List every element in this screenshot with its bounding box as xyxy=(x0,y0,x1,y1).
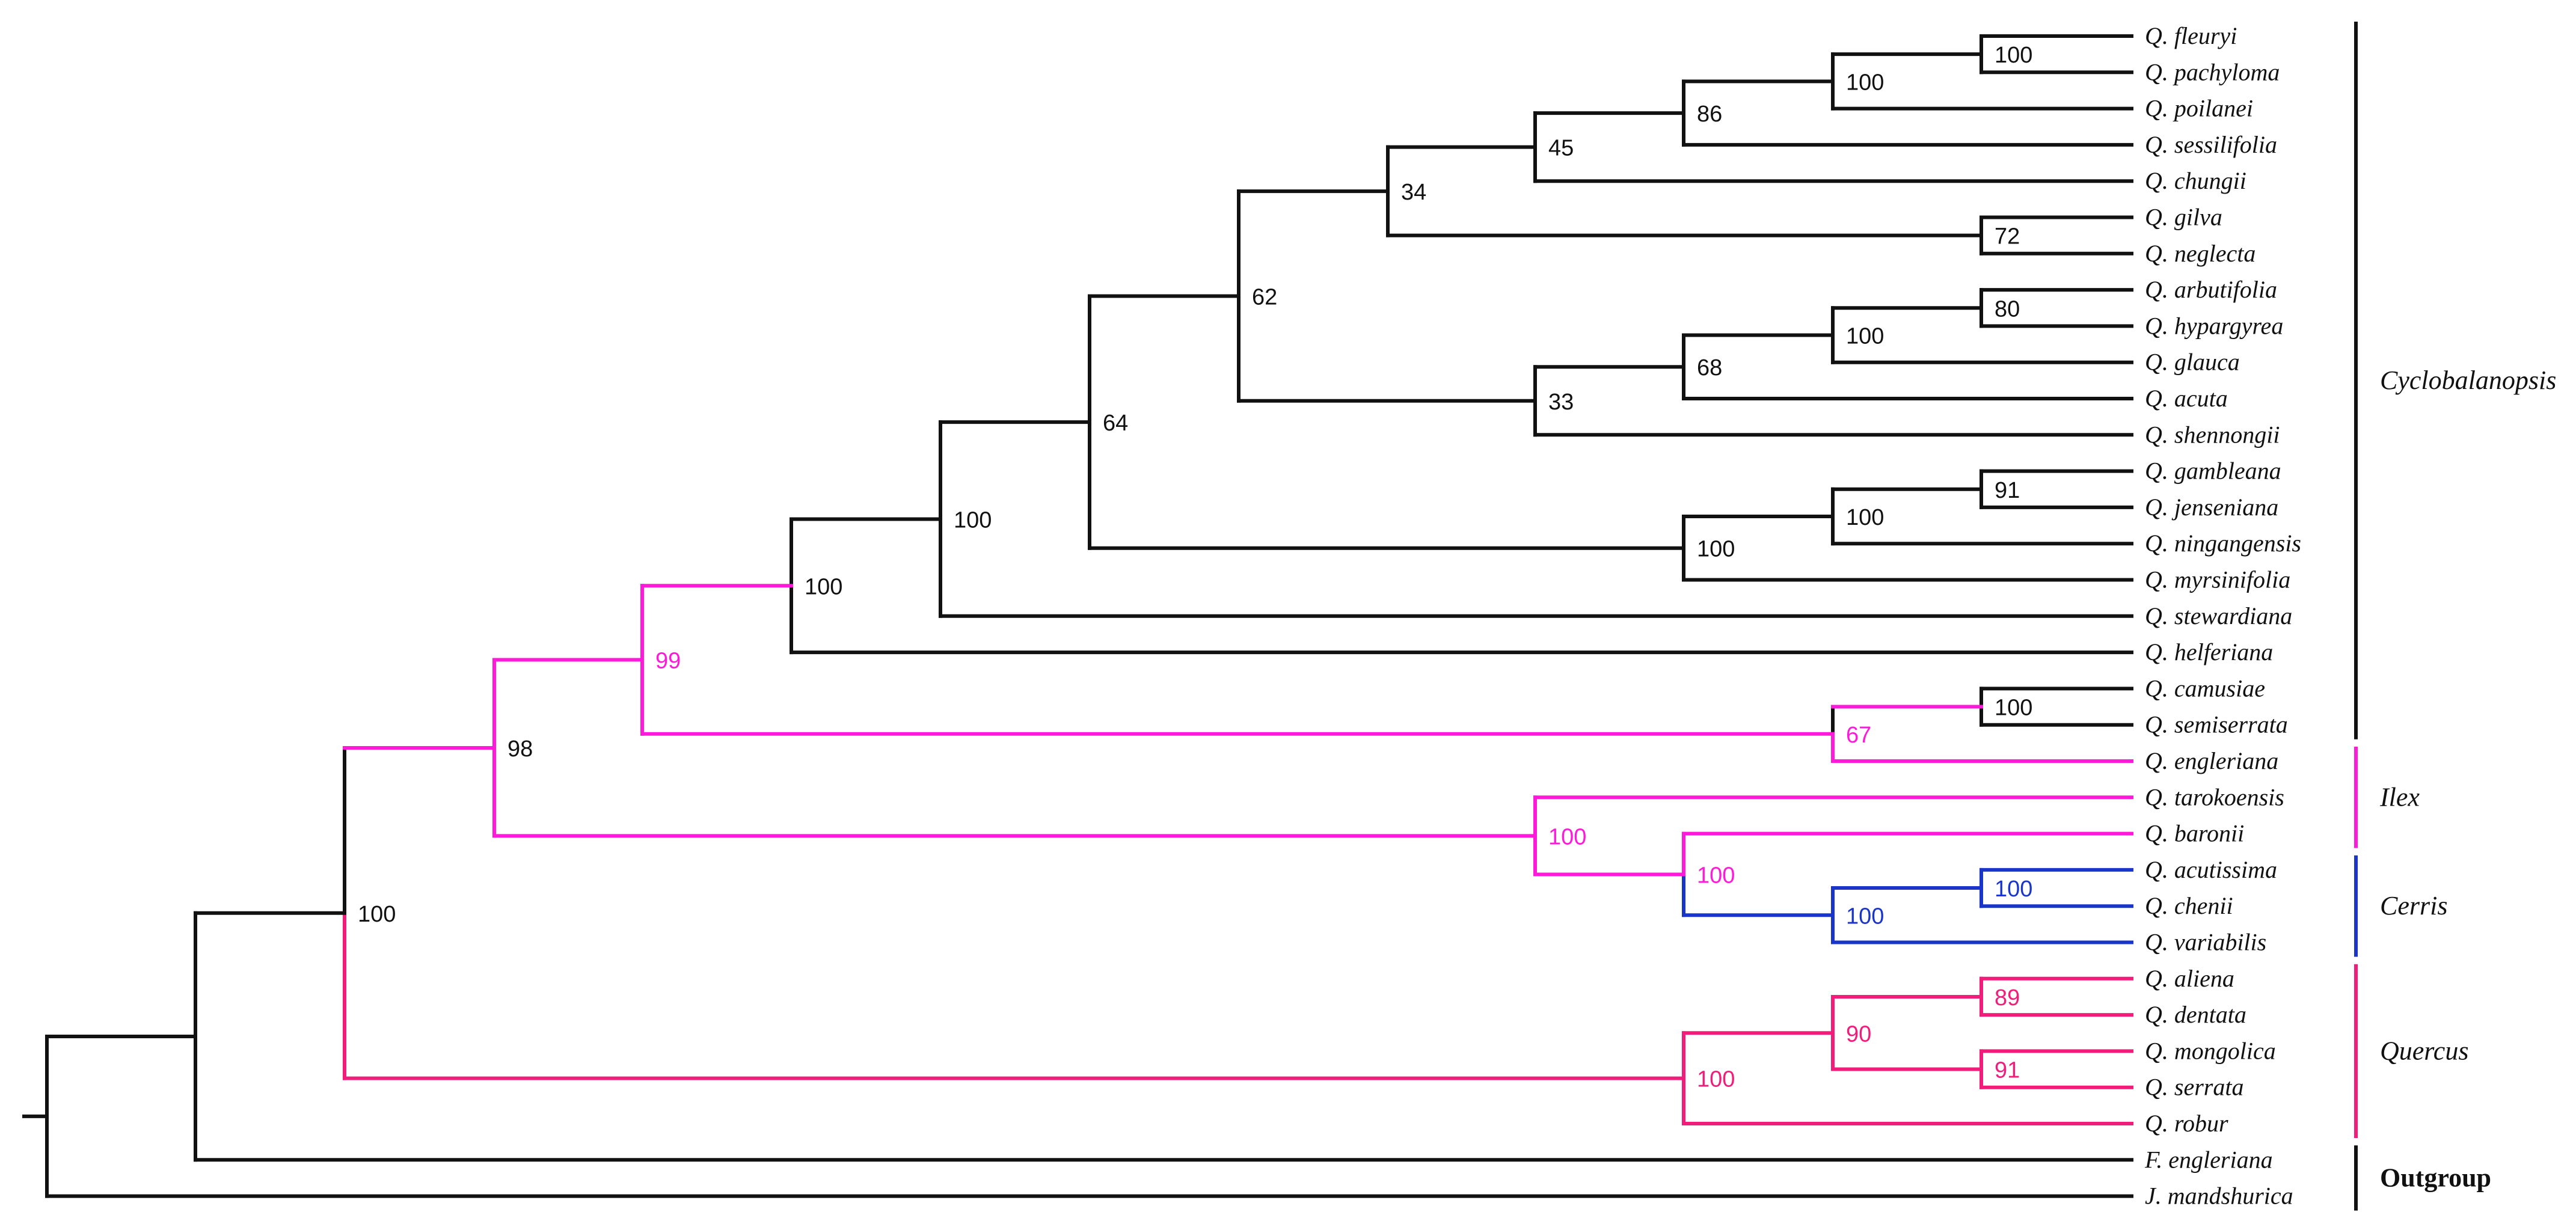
taxon-label: Q. sessilifolia xyxy=(2145,131,2277,158)
taxon-label: Q. serrata xyxy=(2145,1074,2243,1101)
taxon-label: Q. glauca xyxy=(2145,349,2240,376)
taxon-label: Q. tarokoensis xyxy=(2145,783,2284,810)
bootstrap-value: 34 xyxy=(1401,180,1426,205)
clade-label: Cerris xyxy=(2380,891,2447,920)
taxon-label: Q. acutissima xyxy=(2145,856,2277,883)
taxon-label: Q. fleuryi xyxy=(2145,22,2237,49)
bootstrap-value: 100 xyxy=(1548,824,1586,849)
taxon-label: Q. myrsinifolia xyxy=(2145,566,2290,593)
taxon-label: Q. pachyloma xyxy=(2145,58,2280,85)
taxon-label: F. engleriana xyxy=(2144,1146,2273,1173)
clade-label: Outgroup xyxy=(2380,1163,2491,1192)
taxon-label: J. mandshurica xyxy=(2145,1183,2293,1210)
bootstrap-value: 45 xyxy=(1548,136,1574,161)
tree-branches xyxy=(22,34,2133,1198)
taxon-label: Q. aliena xyxy=(2145,965,2234,992)
taxon-label: Q. dentata xyxy=(2145,1001,2246,1028)
bootstrap-value: 91 xyxy=(1995,478,2020,503)
taxon-label: Q. variabilis xyxy=(2145,929,2266,956)
bootstrap-value: 62 xyxy=(1252,284,1277,310)
clade-label: Ilex xyxy=(2379,782,2420,812)
clade-label: Cyclobalanopsis xyxy=(2380,366,2556,395)
taxon-label: Q. shennongii xyxy=(2145,421,2280,448)
taxon-label: Q. mongolica xyxy=(2145,1037,2276,1064)
bootstrap-value: 64 xyxy=(1103,411,1128,436)
taxon-label: Q. helferiana xyxy=(2145,638,2273,666)
bootstrap-value: 100 xyxy=(358,902,396,927)
bootstrap-value: 90 xyxy=(1846,1021,1871,1047)
bootstrap-value: 100 xyxy=(954,507,992,533)
taxon-label: Q. gambleana xyxy=(2145,458,2281,485)
taxon-label: Q. robur xyxy=(2145,1110,2228,1137)
bootstrap-value: 91 xyxy=(1995,1058,2020,1083)
taxon-label: Q. chungii xyxy=(2145,167,2246,194)
bootstrap-value: 72 xyxy=(1995,224,2020,249)
bootstrap-value: 100 xyxy=(1846,70,1884,95)
bootstrap-value: 80 xyxy=(1995,296,2020,322)
bootstrap-values: 100 100 86 72 45 34 80 100 68 33 62 91 100 100 64 100 10… xyxy=(358,43,2032,1092)
taxon-label: Q. acuta xyxy=(2145,385,2228,412)
taxon-label: Q. camusiae xyxy=(2145,675,2265,702)
taxon-label: Q. chenii xyxy=(2145,892,2233,919)
bootstrap-value: 68 xyxy=(1697,355,1722,381)
taxon-label: Q. engleriana xyxy=(2145,747,2278,774)
clade-label: Quercus xyxy=(2380,1036,2468,1065)
bootstrap-value: 100 xyxy=(1846,904,1884,929)
bootstrap-value: 100 xyxy=(805,574,842,599)
taxon-label: Q. arbutifolia xyxy=(2145,276,2277,303)
taxon-label: Q. stewardiana xyxy=(2145,602,2292,629)
bootstrap-value: 100 xyxy=(1846,505,1884,530)
bootstrap-value: 100 xyxy=(1697,1067,1735,1092)
bootstrap-value: 99 xyxy=(655,649,681,674)
taxon-label: Q. poilanei xyxy=(2145,95,2253,122)
taxon-label: Q. gilva xyxy=(2145,204,2222,231)
bootstrap-value: 98 xyxy=(508,736,533,762)
taxon-label: Q. jenseniana xyxy=(2145,494,2278,521)
taxon-label: Q. semiserrata xyxy=(2145,711,2288,738)
taxon-label: Q. baronii xyxy=(2145,820,2244,847)
bootstrap-value: 100 xyxy=(1697,537,1735,562)
bootstrap-value: 100 xyxy=(1846,323,1884,349)
bootstrap-value: 89 xyxy=(1995,985,2020,1011)
bootstrap-value: 86 xyxy=(1697,102,1722,127)
taxon-label: Q. neglecta xyxy=(2145,240,2256,267)
taxon-labels: Q. fleuryi Q. pachyloma Q. poilanei Q. sess… xyxy=(2144,22,2301,1210)
bootstrap-value: 67 xyxy=(1846,723,1871,748)
bootstrap-value: 100 xyxy=(1995,43,2032,68)
bootstrap-value: 100 xyxy=(1995,696,2032,721)
bootstrap-value: 100 xyxy=(1995,877,2032,902)
taxon-label: Q. hypargyrea xyxy=(2145,312,2283,339)
bootstrap-value: 100 xyxy=(1697,863,1735,888)
taxon-label: Q. ningangensis xyxy=(2145,530,2301,557)
bootstrap-value: 33 xyxy=(1548,390,1574,415)
